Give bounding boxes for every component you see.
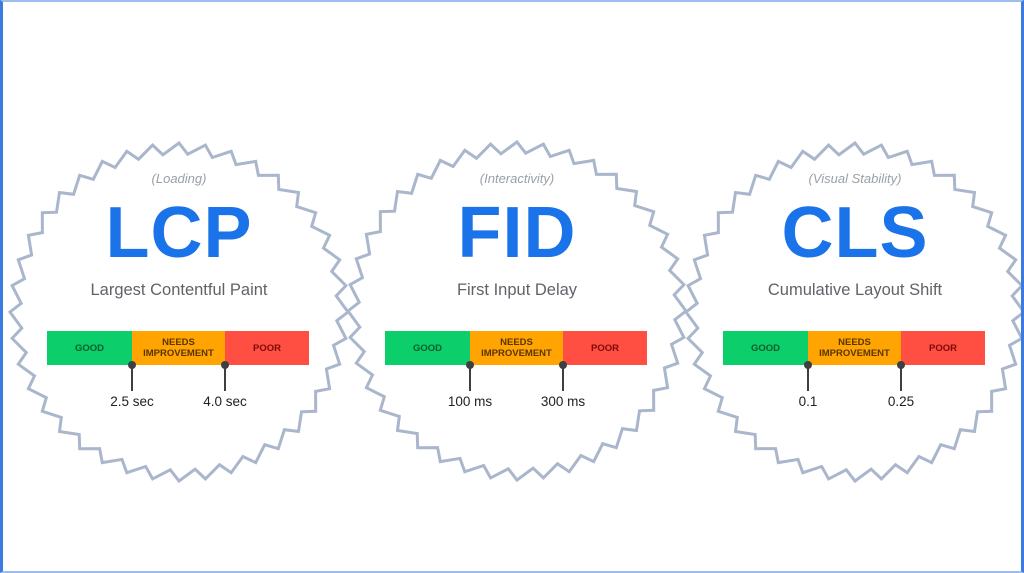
threshold-value-poor: 0.25 bbox=[887, 394, 915, 409]
zigzag-badge-outline-lcp bbox=[7, 140, 351, 484]
metric-full-name: First Input Delay bbox=[456, 281, 578, 299]
segment-label-line2: IMPROVEMENT bbox=[143, 348, 214, 359]
segment-good: GOOD bbox=[47, 331, 132, 365]
threshold-value-poor: 300 ms bbox=[540, 394, 586, 409]
segment-label-line1: NEEDS bbox=[838, 337, 871, 348]
threshold-marker-1 bbox=[128, 361, 136, 401]
segment-poor: POOR bbox=[901, 331, 985, 365]
metric-full-name: Largest Contentful Paint bbox=[90, 281, 268, 299]
threshold-marker-2 bbox=[559, 361, 567, 401]
metric-full-name: Cumulative Layout Shift bbox=[767, 281, 943, 299]
threshold-marker-2 bbox=[897, 361, 905, 401]
zigzag-badge-outline-fid bbox=[345, 139, 689, 483]
threshold-value-good: 2.5 sec bbox=[110, 394, 154, 409]
metric-acronym: LCP bbox=[105, 193, 253, 273]
zigzag-badge-outline-cls bbox=[683, 140, 1024, 484]
metric-category: (Interactivity) bbox=[479, 171, 555, 186]
metric-badge-lcp: (Loading) LCP Largest Contentful Paint G… bbox=[9, 142, 349, 482]
segment-poor: POOR bbox=[225, 331, 309, 365]
threshold-value-poor: 4.0 sec bbox=[203, 394, 247, 409]
metric-category: (Loading) bbox=[151, 171, 207, 186]
segment-label-line1: NEEDS bbox=[162, 337, 195, 348]
segment-label-line2: IMPROVEMENT bbox=[481, 348, 552, 359]
segment-label-line2: IMPROVEMENT bbox=[819, 348, 890, 359]
segment-good: GOOD bbox=[723, 331, 808, 365]
threshold-value-good: 0.1 bbox=[798, 394, 818, 409]
segment-poor: POOR bbox=[563, 331, 647, 365]
threshold-value-good: 100 ms bbox=[447, 394, 493, 409]
metric-badge-cls: (Visual Stability) CLS Cumulative Layout… bbox=[685, 142, 1024, 482]
segment-label-line1: NEEDS bbox=[500, 337, 533, 348]
threshold-marker-1 bbox=[466, 361, 474, 401]
segment-good: GOOD bbox=[385, 331, 470, 365]
metric-category: (Visual Stability) bbox=[808, 171, 902, 186]
threshold-marker-2 bbox=[221, 361, 229, 401]
metric-acronym: CLS bbox=[781, 193, 929, 273]
metric-badge-fid: (Interactivity) FID First Input Delay GO… bbox=[347, 142, 687, 482]
metric-acronym: FID bbox=[457, 193, 577, 273]
threshold-marker-1 bbox=[804, 361, 812, 401]
